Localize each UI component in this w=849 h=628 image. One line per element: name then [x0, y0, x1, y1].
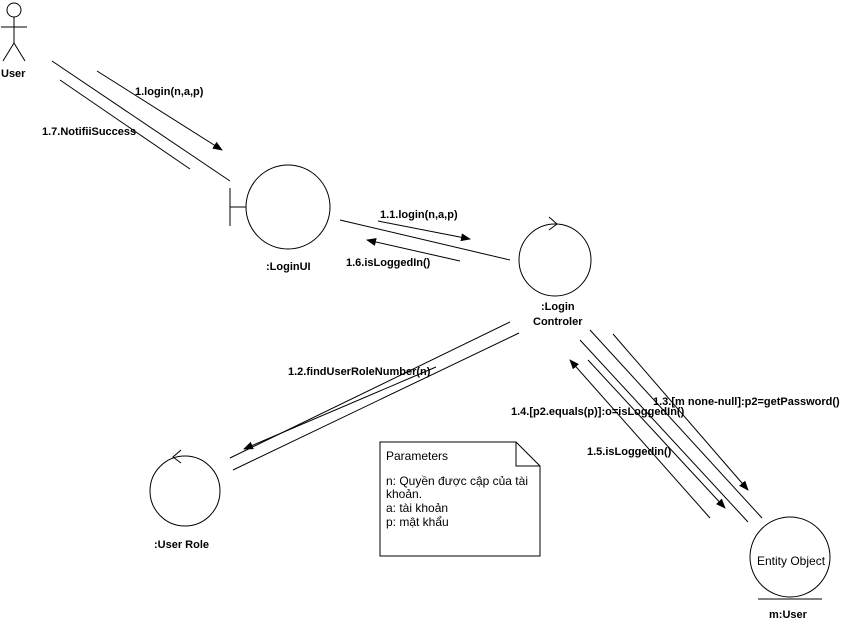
msg-arrow-1-5 [569, 359, 711, 519]
msg-label-1-7: 1.7.NotifiiSuccess [42, 126, 136, 138]
msg-arrow-1-6 [366, 238, 461, 262]
actor-left-leg [2, 42, 15, 62]
note-line-1: n: Quyền được cập của tài [386, 474, 528, 488]
actor-label: User [1, 68, 26, 80]
note-line-2: khoản. [386, 487, 422, 501]
note-line-4: p: mật khẩu [386, 515, 449, 529]
note-title: Parameters [386, 449, 448, 463]
note-fold [515, 442, 540, 467]
boundary-circle [245, 164, 331, 250]
link-loginui-controller [339, 219, 511, 261]
actor-head [6, 2, 22, 18]
muser-label: m:User [769, 609, 808, 621]
msg-label-1-3: 1.3.[m none-null]:p2=getPassword() [653, 396, 840, 408]
user-role-label: :User Role [154, 539, 209, 551]
entity-circle [749, 516, 831, 598]
msg-label-1-5: 1.5.isLoggedin() [587, 446, 672, 458]
link-user-loginui-2 [59, 79, 191, 170]
user-role-control-object[interactable]: :User Role [149, 449, 221, 551]
link-controller-userrole-1 [229, 321, 511, 459]
login-controller-control-object[interactable]: :Login Controler [518, 216, 592, 328]
msg-label-1-2: 1.2.findUserRoleNumber(n) [288, 366, 431, 378]
muser-entity-object[interactable]: Entity Object m:User [749, 516, 831, 621]
msg-arrow-1-4 [587, 359, 726, 509]
link-controller-muser-1 [589, 329, 763, 519]
msg-label-1: 1.login(n,a,p) [135, 86, 204, 98]
control-arrowhead [172, 449, 182, 464]
control-circle [518, 223, 592, 297]
msg-arrow-1-1 [377, 220, 471, 242]
msg-label-1-4: 1.4.[p2.equals(p)]:o=isLoggedIn() [511, 406, 685, 418]
loginui-boundary-object[interactable]: :LoginUI [229, 164, 331, 273]
entity-inner-text: Entity Object [757, 554, 826, 568]
note-body [379, 441, 541, 557]
user-actor[interactable]: User [1, 2, 27, 80]
msg-label-1-6: 1.6.isLoggedIn() [346, 257, 431, 269]
controller-label-line2: Controler [533, 316, 583, 328]
control-circle [149, 455, 221, 527]
link-controller-userrole-2 [232, 332, 520, 471]
parameters-note: Parameters n: Quyền được cập của tài kho… [379, 441, 541, 557]
msg-arrow-1-2 [243, 366, 437, 450]
msg-arrow-1-3 [612, 333, 749, 491]
controller-label-line1: :Login [541, 301, 575, 313]
actor-right-leg [13, 42, 26, 62]
link-user-loginui-1 [51, 60, 231, 182]
link-controller-muser-2 [579, 339, 749, 523]
msg-label-1-1: 1.1.login(n,a,p) [380, 209, 458, 221]
loginui-label: :LoginUI [266, 261, 311, 273]
control-arrowhead [548, 216, 558, 231]
msg-arrow-1 [96, 70, 223, 151]
note-line-3: a: tài khoản [386, 501, 448, 515]
